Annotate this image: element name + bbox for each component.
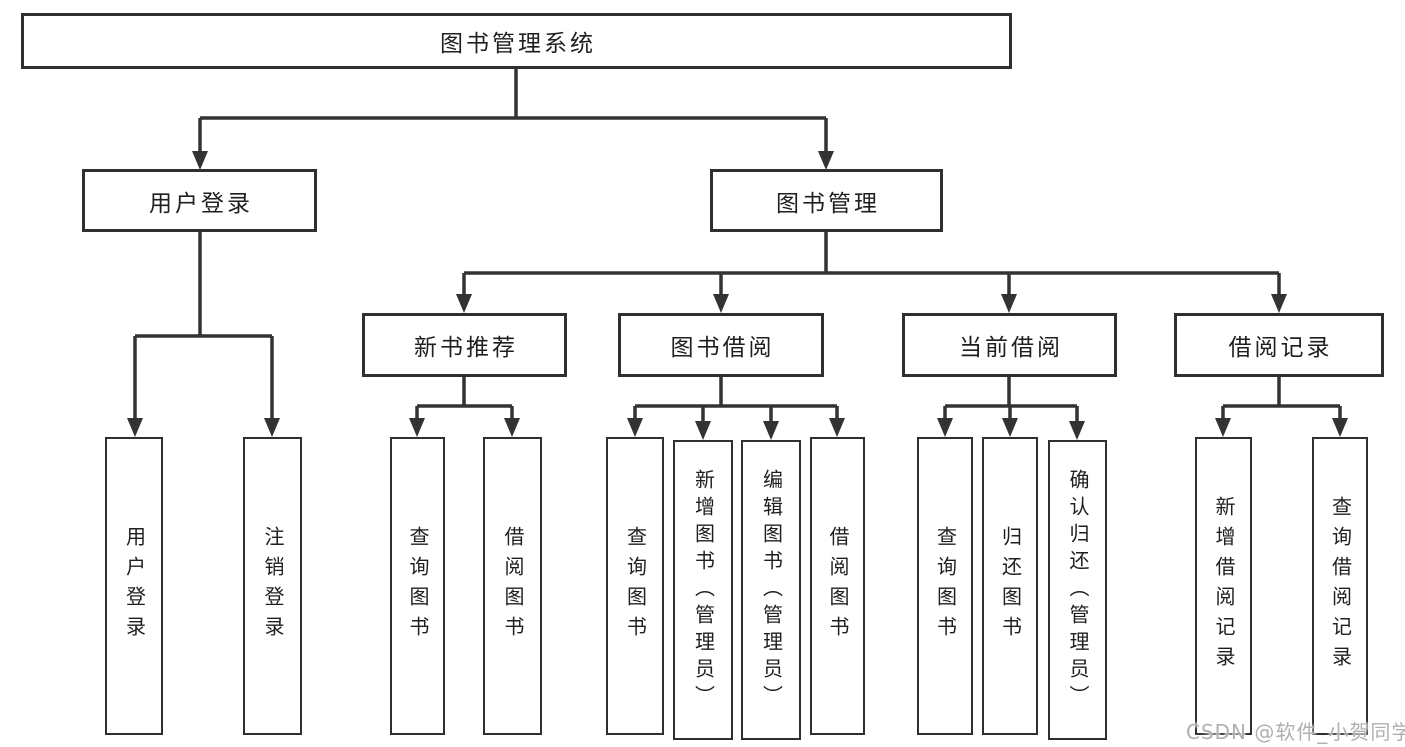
node-borrowing-records: 借阅记录 (1174, 313, 1384, 377)
connector-user-login-to-leaves (127, 232, 280, 437)
leaf-add-book-admin: 新增图书（管理员） (673, 440, 733, 740)
connector-book-mgmt-to-level3 (456, 232, 1287, 313)
leaf-borrow-book: 借阅图书 (810, 437, 865, 735)
node-user-login: 用户登录 (82, 169, 317, 232)
node-book-management: 图书管理 (710, 169, 943, 232)
leaf-query-books-recommend: 查询图书 (390, 437, 445, 735)
leaf-query-books-current: 查询图书 (917, 437, 973, 735)
connector-current-borrow-to-leaves (937, 377, 1085, 440)
leaf-query-borrow-record: 查询借阅记录 (1312, 437, 1368, 735)
leaf-return-book: 归还图书 (982, 437, 1038, 735)
connector-book-borrow-to-leaves (627, 377, 845, 440)
leaf-query-books-borrow: 查询图书 (606, 437, 664, 735)
node-root-library-system: 图书管理系统 (21, 13, 1012, 69)
leaf-edit-book-admin: 编辑图书（管理员） (741, 440, 801, 740)
connector-root-to-level2 (192, 69, 834, 170)
leaf-user-login: 用户登录 (105, 437, 163, 735)
leaf-logout: 注销登录 (243, 437, 302, 735)
leaf-confirm-return-admin: 确认归还（管理员） (1048, 440, 1107, 740)
node-book-borrowing: 图书借阅 (618, 313, 824, 377)
node-new-book-recommendation: 新书推荐 (362, 313, 567, 377)
node-current-borrowing: 当前借阅 (902, 313, 1117, 377)
connector-borrow-records-to-leaves (1215, 377, 1348, 437)
connector-new-book-to-leaves (409, 377, 520, 437)
csdn-watermark: CSDN @软件_小贺同学 (1186, 720, 1405, 744)
leaf-borrow-book-recommend: 借阅图书 (483, 437, 542, 735)
leaf-add-borrow-record: 新增借阅记录 (1195, 437, 1252, 735)
